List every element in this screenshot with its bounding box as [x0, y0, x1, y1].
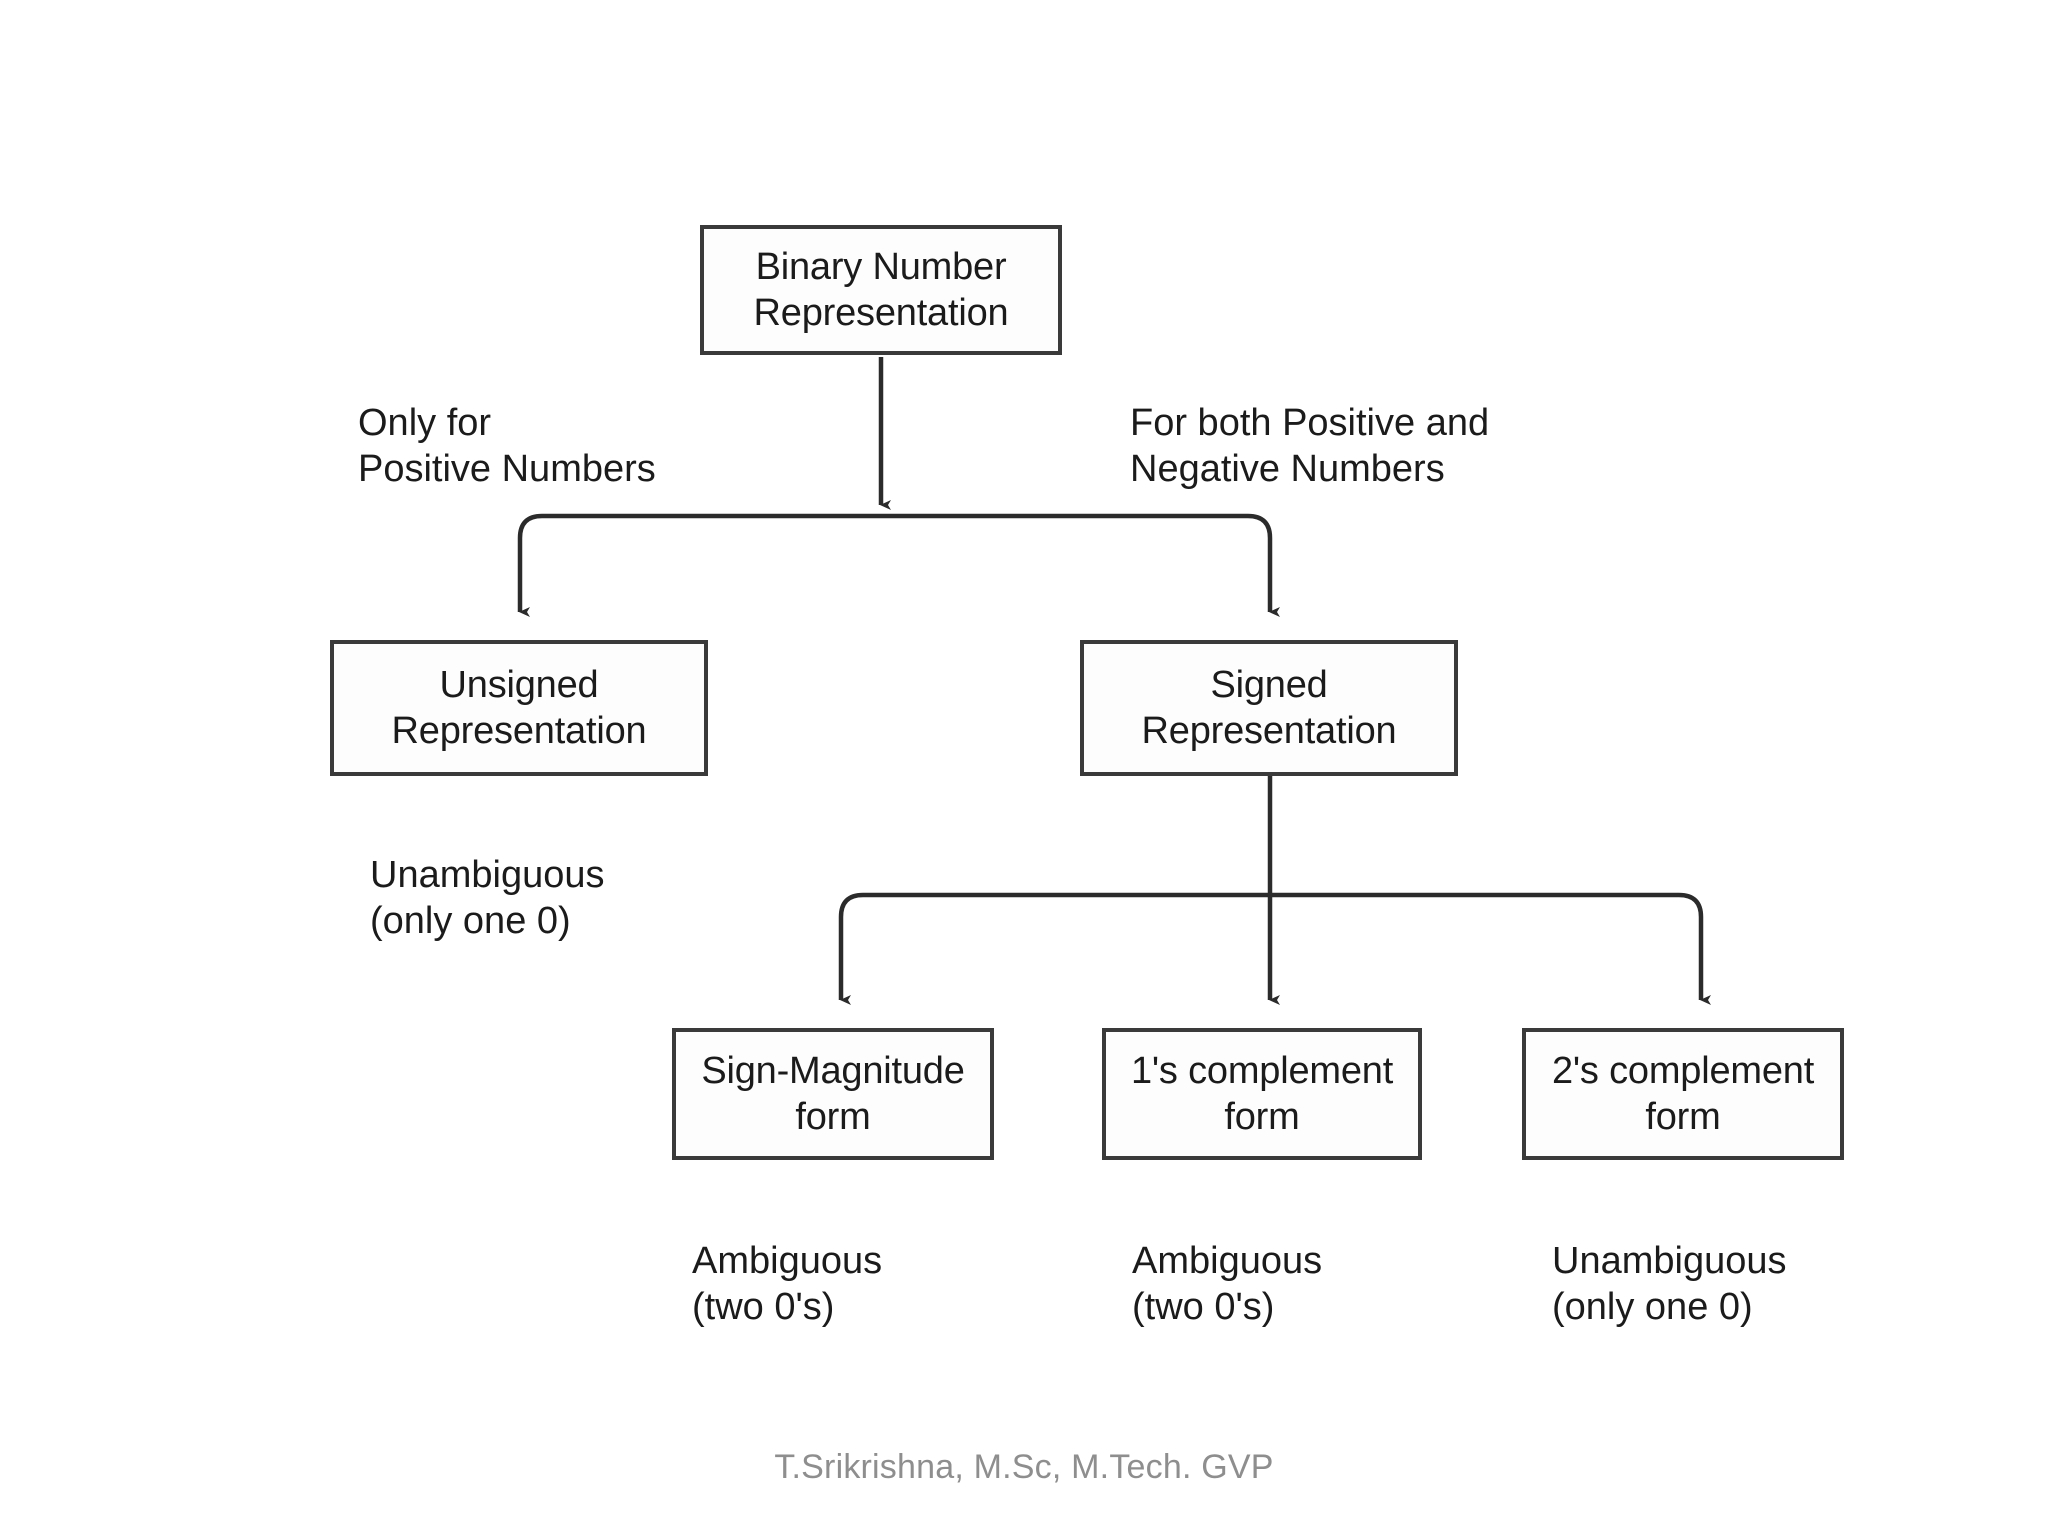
- note-sign-magnitude-ambiguous: Ambiguous (two 0's): [692, 1240, 883, 1329]
- edge-label-positive-and-negative: For both Positive and Negative Numbers: [1130, 402, 1490, 491]
- edge-signed-to-sign-magnitude: [838, 892, 1270, 1005]
- edge-label-only-positive: Only for Positive Numbers: [358, 402, 656, 491]
- note-ones-complement-ambiguous: Ambiguous (two 0's): [1132, 1240, 1323, 1329]
- node-sign-magnitude-form: Sign-Magnitude form: [672, 1028, 994, 1160]
- node-signed-representation: Signed Representation: [1080, 640, 1458, 776]
- node-twos-complement-form: 2's complement form: [1522, 1028, 1844, 1160]
- node-ones-complement-form: 1's complement form: [1102, 1028, 1422, 1160]
- note-unsigned-unambiguous: Unambiguous (only one 0): [370, 854, 605, 943]
- edge-root-to-signed: [881, 513, 1280, 617]
- edge-signed-to-twos-complement: [1270, 892, 1711, 1005]
- node-binary-number-representation: Binary Number Representation: [700, 225, 1062, 355]
- footer-credit: T.Srikrishna, M.Sc, M.Tech. GVP: [774, 1448, 1274, 1486]
- node-unsigned-representation: Unsigned Representation: [330, 640, 708, 776]
- edge-root-to-unsigned: [517, 513, 881, 617]
- note-twos-complement-unambiguous: Unambiguous (only one 0): [1552, 1240, 1787, 1329]
